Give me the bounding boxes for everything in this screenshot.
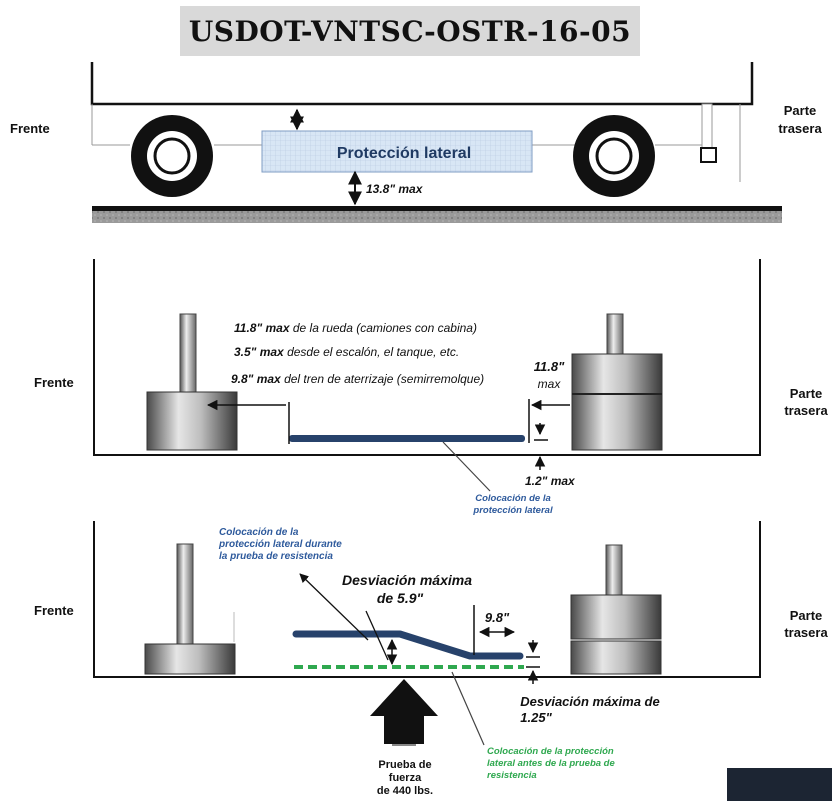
front-label: Frente	[34, 375, 74, 390]
right-tire-bottom	[571, 393, 663, 451]
max-deflection-label-1: Desviación máxima	[342, 572, 472, 588]
force-arrow-icon	[370, 679, 438, 744]
panel2-frame	[93, 259, 761, 456]
document-id-banner: USDOT-VNTSC-OSTR-16-05	[180, 6, 640, 56]
rear-wheel	[573, 115, 655, 197]
right-post	[606, 313, 624, 355]
distance-label: 9.8"	[485, 610, 510, 625]
rear-label-2: trasera	[778, 121, 822, 136]
before-test-label-2: lateral antes de la prueba de	[487, 758, 615, 769]
note-wheel-bold: 11.8" max	[234, 321, 291, 335]
note-landing-gear: 9.8" max del tren de aterrizaje (semirre…	[231, 372, 484, 386]
note-wheel-text: de la rueda (camiones con cabina)	[290, 321, 477, 335]
panel-strength-test: Colocación de la protección lateral dura…	[34, 521, 828, 797]
document-id: USDOT-VNTSC-OSTR-16-05	[188, 14, 632, 48]
left-tire	[144, 643, 236, 675]
left-tire	[146, 391, 238, 451]
before-test-label-1: Colocación de la protección	[487, 746, 614, 757]
guard-during-test	[292, 630, 524, 660]
guard-bar	[289, 435, 525, 442]
rear-gap-label-1: 11.8"	[534, 359, 565, 374]
right-post	[605, 544, 623, 596]
force-label-1: Prueba de	[378, 759, 431, 771]
note-wheel: 11.8" max de la rueda (camiones con cabi…	[234, 321, 477, 335]
force-label-3: de 440 lbs.	[377, 785, 433, 797]
rear-leg	[701, 103, 713, 149]
left-post	[179, 313, 197, 393]
front-label: Frente	[10, 121, 50, 136]
rear-label-2: trasera	[784, 625, 828, 640]
front-label: Frente	[34, 603, 74, 618]
force-label-2: fuerza	[389, 772, 422, 784]
note-step: 3.5" max desde el escalón, el tanque, et…	[234, 345, 459, 359]
rear-label-1: Parte	[790, 608, 823, 623]
right-tire-top	[571, 353, 663, 395]
front-wheel	[131, 115, 213, 197]
during-test-label-1: Colocación de la	[219, 527, 299, 538]
note-step-bold: 3.5" max	[234, 345, 285, 359]
rear-label-2: trasera	[784, 403, 828, 418]
right-tire-bottom	[570, 640, 662, 675]
before-test-label-3: resistencia	[487, 770, 537, 781]
rear-deflection-label-1: Desviación máxima de	[520, 694, 659, 709]
right-tire-top	[570, 594, 662, 640]
left-post	[176, 543, 194, 645]
panel3-frame	[93, 521, 761, 678]
during-test-label-2: protección lateral durante	[218, 539, 342, 550]
note-landing-gear-bold: 9.8" max	[231, 372, 282, 386]
rear-deflection-label-2: 1.25"	[520, 710, 552, 725]
max-deflection-label-2: de 5.9"	[377, 590, 424, 606]
rear-label-1: Parte	[784, 103, 817, 118]
side-guard	[261, 130, 533, 173]
trailer-body	[90, 62, 754, 106]
panel-truck-side-view: Protección lateral 13.8" max Frente Part…	[10, 62, 822, 223]
placement-label-2: protección lateral	[472, 505, 553, 516]
placement-label-1: Colocación de la	[475, 493, 551, 504]
corner-dark-box	[727, 768, 832, 801]
ground-clearance-label: 13.8" max	[366, 182, 424, 196]
during-test-label-3: la prueba de resistencia	[219, 551, 333, 562]
note-landing-gear-text: del tren de aterrizaje (semirremolque)	[281, 372, 484, 386]
rear-gap-label-2: max	[538, 377, 562, 391]
note-step-text: desde el escalón, el tanque, etc.	[284, 345, 459, 359]
side-guard-label: Protección lateral	[337, 145, 471, 162]
panel-installation-limits: 11.8" max de la rueda (camiones con cabi…	[34, 259, 828, 516]
height-gap-label: 1.2" max	[525, 474, 576, 488]
rear-leg-pad	[700, 147, 717, 163]
ground-gravel	[92, 211, 782, 223]
rear-label-1: Parte	[790, 386, 823, 401]
ground	[92, 206, 782, 211]
